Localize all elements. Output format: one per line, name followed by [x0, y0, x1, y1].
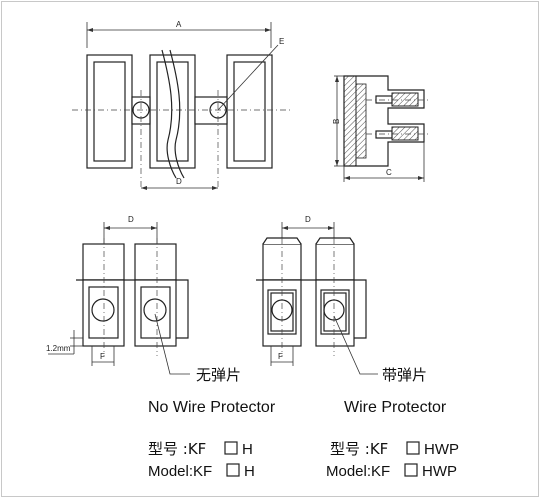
- left-model-en-placeholder-box: [226, 463, 240, 477]
- dimension-e-label: E: [279, 37, 284, 46]
- right-model-cn-prefix: 型号 :KF: [330, 440, 388, 458]
- dimension-b-label: B: [332, 119, 341, 124]
- dimension-f-label-left: F: [100, 352, 105, 361]
- right-model-cn-suffix: HWP: [424, 441, 459, 458]
- right-model-cn-placeholder-box: [406, 441, 420, 455]
- right-model-en-placeholder-box: [404, 463, 418, 477]
- front-view-no-wire-protector: D 1.2mm F: [46, 215, 190, 375]
- left-model-en-prefix: Model:KF: [148, 463, 212, 480]
- dimension-d-label-left: D: [128, 215, 134, 224]
- left-model-cn-suffix: H: [242, 441, 253, 458]
- offset-1.2mm-label: 1.2mm: [46, 344, 71, 353]
- no-wire-protector-en-label: No Wire Protector: [148, 399, 276, 416]
- dimension-d-label-right: D: [305, 215, 311, 224]
- side-section-view: B C: [332, 75, 430, 182]
- right-model-en-prefix: Model:KF: [326, 463, 390, 480]
- right-model-en-suffix: HWP: [422, 463, 457, 480]
- dimension-f-label-right: F: [278, 352, 283, 361]
- dimension-a-label: A: [176, 20, 182, 29]
- front-view-wire-protector: D F: [256, 215, 378, 375]
- wire-protector-cn-label: 带弹片: [382, 366, 427, 384]
- no-wire-protector-cn-label: 无弹片: [196, 366, 241, 384]
- top-view: A E D: [72, 20, 290, 190]
- dimension-c-label: C: [386, 168, 392, 177]
- dimension-d-label: D: [176, 177, 182, 186]
- left-model-cn-prefix: 型号 :KF: [148, 440, 206, 458]
- wire-protector-en-label: Wire Protector: [344, 399, 447, 416]
- left-model-cn-placeholder-box: [224, 441, 238, 455]
- left-model-en-suffix: H: [244, 463, 255, 480]
